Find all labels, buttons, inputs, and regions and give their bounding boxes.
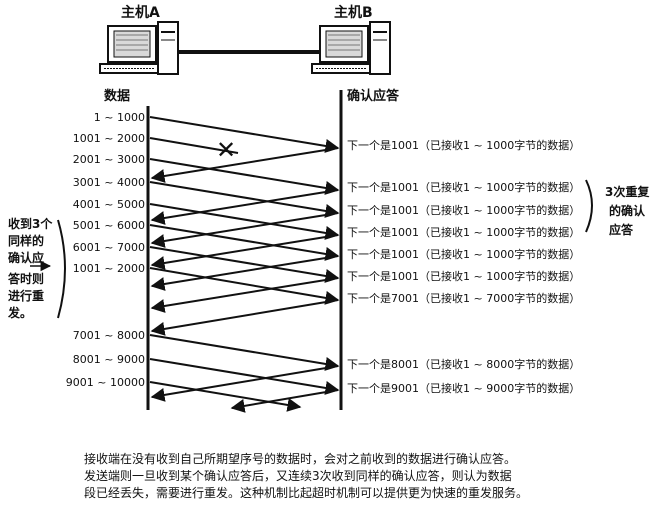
- segment-label: 8001 ~ 9000: [73, 353, 145, 366]
- left-note-line: 答时则: [8, 271, 44, 286]
- ack-label: 下一个是8001（已接收1 ~ 8000字节的数据）: [347, 357, 580, 371]
- computer-a-icon: [99, 21, 179, 75]
- caption-line: 接收端在没有收到自己所期望序号的数据时，会对之前收到的数据进行确认应答。: [84, 451, 516, 466]
- ack-label: 下一个是1001（已接收1 ~ 1000字节的数据）: [347, 269, 580, 283]
- left-note-line: 确认应: [8, 250, 44, 265]
- data-arrow: [149, 358, 340, 395]
- right-note-line: 3次重复: [605, 184, 650, 199]
- segment-label: 2001 ~ 3000: [73, 153, 145, 166]
- segment-label: 9001 ~ 10000: [66, 376, 145, 389]
- data-arrow: [149, 224, 340, 261]
- ack-arrow: [150, 365, 339, 402]
- data-arrow-retransmit: [149, 267, 340, 305]
- segment-label: 3001 ~ 4000: [73, 176, 145, 189]
- segment-labels: 1 ~ 1000 1001 ~ 2000 2001 ~ 3000 3001 ~ …: [66, 111, 145, 389]
- segment-label: 1001 ~ 2000: [73, 132, 145, 145]
- sender-header: 数据: [104, 88, 130, 104]
- ack-arrow: [150, 255, 339, 291]
- ack-arrow: [230, 389, 339, 413]
- ack-arrow: [150, 299, 339, 336]
- segment-label: 4001 ~ 5000: [73, 198, 145, 211]
- ack-label: 下一个是7001（已接收1 ~ 7000字节的数据）: [347, 291, 580, 305]
- ack-label: 下一个是1001（已接收1 ~ 1000字节的数据）: [347, 203, 580, 217]
- computer-b-icon: [311, 21, 391, 75]
- ack-arrow: [150, 147, 339, 183]
- data-arrow: [149, 181, 340, 218]
- duplicate-ack-note: 3次重复 的确认 应答: [605, 184, 650, 237]
- segment-label: 7001 ~ 8000: [73, 329, 145, 342]
- data-arrow-lost: [149, 137, 239, 154]
- segment-label: 6001 ~ 7000: [73, 241, 145, 254]
- left-note-line: 发。: [7, 305, 32, 320]
- lost-packet-icon: ✕: [216, 136, 236, 164]
- right-note-line: 的确认: [609, 203, 646, 218]
- caption: 接收端在没有收到自己所期望序号的数据时，会对之前收到的数据进行确认应答。 发送端…: [84, 451, 528, 500]
- data-arrow: [149, 203, 340, 240]
- data-arrow: [149, 158, 340, 195]
- caption-line: 发送端则一旦收到某个确认应答后，又连续3次收到同样的确认应答，则认为数据: [84, 468, 512, 483]
- right-brace: [585, 179, 593, 233]
- data-arrows: [149, 116, 340, 412]
- left-note-line: 进行重: [8, 288, 44, 303]
- segment-label-retransmit: 1001 ~ 2000: [73, 262, 145, 275]
- right-note-line: 应答: [609, 222, 634, 237]
- left-note-line: 同样的: [8, 233, 44, 248]
- ack-label: 下一个是1001（已接收1 ~ 1000字节的数据）: [347, 180, 580, 194]
- host-b-label: 主机B: [334, 4, 373, 21]
- data-arrow: [149, 334, 340, 371]
- retransmit-note: 收到3个 同样的 确认应 答时则 进行重 发。: [7, 216, 53, 320]
- ack-arrow: [150, 234, 339, 270]
- ack-arrows: [150, 147, 339, 413]
- ack-label: 下一个是1001（已接收1 ~ 1000字节的数据）: [347, 225, 580, 239]
- segment-label: 5001 ~ 6000: [73, 219, 145, 232]
- data-arrow: [149, 381, 302, 412]
- host-a-label: 主机A: [121, 4, 160, 21]
- ack-arrow: [150, 277, 339, 313]
- receiver-header: 确认应答: [347, 88, 400, 104]
- ack-arrow: [150, 212, 339, 248]
- ack-label: 下一个是1001（已接收1 ~ 1000字节的数据）: [347, 138, 580, 152]
- ack-label: 下一个是9001（已接收1 ~ 9000字节的数据）: [347, 381, 580, 395]
- left-note-line: 收到3个: [8, 216, 53, 231]
- ack-labels: 下一个是1001（已接收1 ~ 1000字节的数据） 下一个是1001（已接收1…: [347, 138, 580, 395]
- caption-line: 段已经丢失，需要进行重发。这种机制比起超时机制可以提供更为快速的重发服务。: [84, 485, 528, 500]
- ack-arrow: [150, 189, 339, 225]
- left-brace: [57, 219, 66, 319]
- data-arrow: [149, 246, 340, 283]
- data-arrow: [149, 116, 340, 153]
- segment-label: 1 ~ 1000: [94, 111, 145, 124]
- ack-label: 下一个是1001（已接收1 ~ 1000字节的数据）: [347, 247, 580, 261]
